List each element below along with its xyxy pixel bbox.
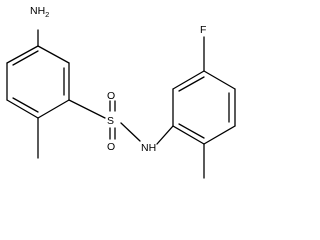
left-benzene-ring [6, 45, 70, 119]
sulfonyl-bottom-double-bond [109, 127, 116, 140]
nitrogen-ring-bond [156, 125, 174, 145]
amide-nh-label: NH [141, 142, 156, 154]
ring-sulfur-bond [68, 99, 106, 119]
amino-label: NH2 [30, 5, 49, 19]
molecule-drawing: NH2 S O O NH F [6, 5, 236, 179]
oxygen-bottom-label: O [107, 141, 115, 153]
structure-diagram: NH2 S O O NH F [6, 5, 236, 179]
sulfur-nitrogen-bond [120, 122, 141, 142]
sulfonyl-top-double-bond [109, 100, 116, 112]
right-benzene-ring [172, 70, 236, 145]
fluoro-label: F [200, 24, 206, 36]
sulfur-label: S [107, 115, 114, 127]
oxygen-top-label: O [107, 90, 115, 102]
